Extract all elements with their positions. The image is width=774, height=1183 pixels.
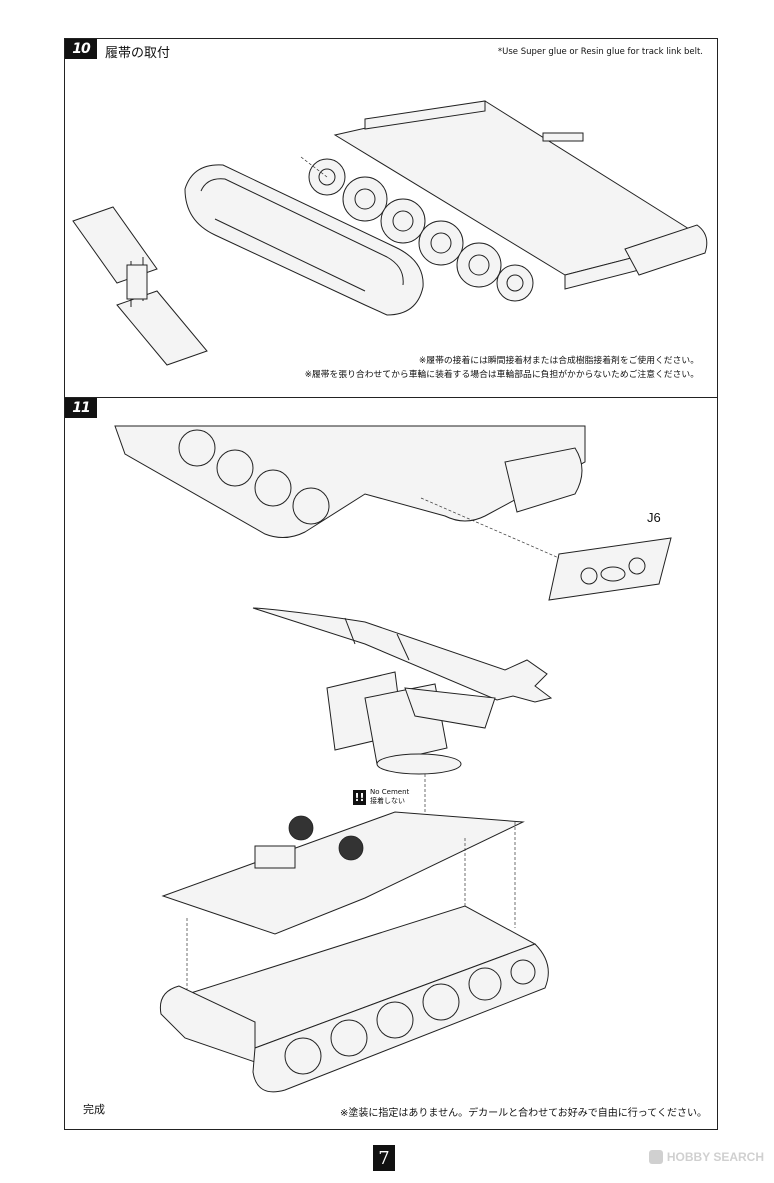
track-link-pieces xyxy=(72,206,208,366)
guide-line xyxy=(420,497,560,559)
guide-line xyxy=(300,156,328,178)
glue-note-jp-1: ※履帯の接着には瞬間接着材または合成樹脂接着剤をご使用ください。 xyxy=(418,356,699,366)
engine-deck-plate xyxy=(161,811,525,935)
paint-note: ※塗装に指定はありません。デカールと合わせてお好みで自由に行ってください。 xyxy=(340,1108,707,1119)
no-cement-en: No Cement xyxy=(370,788,410,796)
warning-icon: !! xyxy=(353,789,366,805)
part-j6-plate xyxy=(548,537,672,601)
lower-hull xyxy=(159,905,549,1093)
step-11-panel: 11 xyxy=(64,397,718,1130)
part-label-j6: J6 xyxy=(647,510,661,525)
rear-track xyxy=(624,224,708,276)
final-assembly-illustration xyxy=(114,425,672,1093)
watermark-logo-icon xyxy=(648,1150,663,1164)
hull-underside xyxy=(114,425,586,538)
step-title: 履帯の取付 xyxy=(105,46,171,61)
track-assembly-illustration xyxy=(72,100,708,366)
v2-missile xyxy=(252,607,553,703)
watermark-text: HOBBY SEARCH xyxy=(666,1150,764,1164)
no-cement-callout: !! No Cement 接着しない xyxy=(353,788,409,806)
watermark: HOBBY SEARCH xyxy=(648,1150,764,1164)
step-number-badge: 10 xyxy=(65,39,97,59)
track-belt xyxy=(184,164,424,316)
step-10-panel: 10 履帯の取付 *Use Super glue or Resin glue f… xyxy=(64,38,718,398)
completed-label: 完成 xyxy=(83,1103,105,1116)
page-number: 7 xyxy=(373,1145,395,1171)
no-cement-jp: 接着しない xyxy=(370,797,405,805)
launcher-mount xyxy=(326,671,496,775)
glue-note-jp-2: ※履帯を張り合わせてから車輪に装着する場合は車輪部品に負担がかからないためご注意… xyxy=(304,370,699,380)
glue-note-en: *Use Super glue or Resin glue for track … xyxy=(497,47,703,57)
step-number-badge: 11 xyxy=(65,398,97,418)
